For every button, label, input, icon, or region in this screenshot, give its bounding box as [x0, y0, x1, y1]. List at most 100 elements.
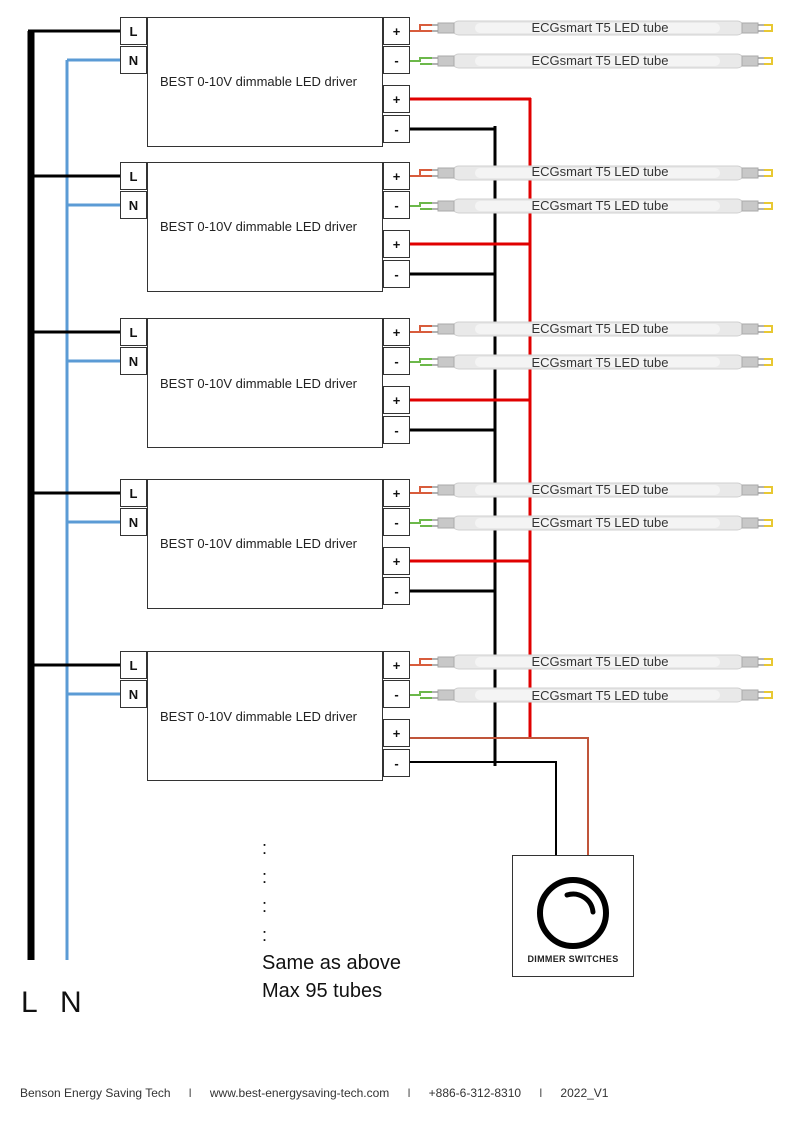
terminal-dim-negative: - — [383, 260, 410, 288]
tube-negative-wire — [410, 691, 432, 696]
tube-positive-wire — [410, 325, 432, 333]
terminal-l: L — [120, 17, 147, 45]
terminal-dim-positive: + — [383, 386, 410, 414]
tube-cap-left — [437, 689, 455, 701]
driver-box — [147, 17, 383, 147]
tube-cap-left — [437, 200, 455, 212]
terminal-n: N — [120, 680, 147, 708]
tube-cap-right — [741, 200, 759, 212]
tube-cap-left — [437, 22, 455, 34]
tube-label: ECGsmart T5 LED tube — [531, 53, 669, 68]
tube-highlight — [475, 485, 720, 495]
terminal-output-negative: - — [383, 191, 410, 219]
tube-highlight — [475, 518, 720, 528]
tube-cap-right — [741, 356, 759, 368]
tube-label: ECGsmart T5 LED tube — [531, 688, 669, 703]
tube-end-bridge — [764, 325, 773, 333]
tube-negative-wire — [410, 519, 432, 524]
driver-label: BEST 0-10V dimmable LED driver — [160, 536, 358, 551]
tube-cap-right — [741, 517, 759, 529]
terminal-dim-negative: - — [383, 749, 410, 777]
tube-highlight — [475, 657, 720, 667]
footer-version: 2022_V1 — [560, 1086, 609, 1100]
tube-cap-left — [437, 167, 455, 179]
terminal-n: N — [120, 46, 147, 74]
tube-end-bridge — [764, 57, 773, 65]
driver-box — [147, 318, 383, 448]
tube-end-bridge — [764, 658, 773, 666]
tube-cap-right — [741, 484, 759, 496]
tube-cap-right — [741, 323, 759, 335]
continuation-dot: : — [262, 896, 268, 916]
terminal-n: N — [120, 508, 147, 536]
terminal-dim-positive: + — [383, 719, 410, 747]
tube-label: ECGsmart T5 LED tube — [531, 198, 669, 213]
tube-cap-right — [741, 689, 759, 701]
tube-highlight — [475, 690, 720, 700]
terminal-output-negative: - — [383, 680, 410, 708]
dimmer-negative-wire — [410, 761, 557, 855]
tube-positive-wire — [410, 486, 432, 494]
terminal-l: L — [120, 162, 147, 190]
tube-cap-left — [437, 484, 455, 496]
driver-label: BEST 0-10V dimmable LED driver — [160, 219, 358, 234]
tube-label: ECGsmart T5 LED tube — [531, 164, 669, 179]
tube-end-bridge — [764, 519, 773, 527]
tube-positive-wire — [410, 658, 432, 666]
terminal-output-positive: + — [383, 162, 410, 190]
terminal-output-positive: + — [383, 651, 410, 679]
terminal-output-negative: - — [383, 347, 410, 375]
continuation-dot: : — [262, 925, 268, 945]
tube-cap-left — [437, 55, 455, 67]
terminal-dim-positive: + — [383, 547, 410, 575]
driver-label: BEST 0-10V dimmable LED driver — [160, 709, 358, 724]
tube-highlight — [475, 357, 720, 367]
tube-highlight — [475, 168, 720, 178]
tube-end-bridge — [764, 691, 773, 699]
tube-end-bridge — [764, 358, 773, 366]
continuation-dot: : — [262, 867, 268, 887]
tube-label: ECGsmart T5 LED tube — [531, 355, 669, 370]
dimmer-positive-wire — [410, 737, 589, 855]
terminal-output-negative: - — [383, 46, 410, 74]
mains-neutral-label: N — [60, 986, 82, 1019]
terminal-dim-negative: - — [383, 115, 410, 143]
tube-positive-wire — [410, 169, 432, 177]
tube-end-bridge — [764, 24, 773, 32]
tube-end-bridge — [764, 486, 773, 494]
tube-cap-right — [741, 55, 759, 67]
continuation-note: Same as above — [262, 952, 401, 974]
terminal-output-negative: - — [383, 508, 410, 536]
terminal-l: L — [120, 479, 147, 507]
dimmer-switch — [512, 855, 634, 977]
footer-company: Benson Energy Saving Tech — [20, 1086, 171, 1100]
terminal-l: L — [120, 318, 147, 346]
terminal-dim-negative: - — [383, 416, 410, 444]
driver-label: BEST 0-10V dimmable LED driver — [160, 74, 358, 89]
terminal-output-positive: + — [383, 17, 410, 45]
footer-phone: +886-6-312-8310 — [428, 1086, 522, 1100]
terminal-output-positive: + — [383, 318, 410, 346]
tube-negative-wire — [410, 57, 432, 62]
dimmer-knob-icon — [537, 877, 609, 949]
driver-box — [147, 651, 383, 781]
tube-label: ECGsmart T5 LED tube — [531, 482, 669, 497]
continuation-dot: : — [262, 838, 268, 858]
tube-end-bridge — [764, 202, 773, 210]
tube-label: ECGsmart T5 LED tube — [531, 20, 669, 35]
tube-highlight — [475, 324, 720, 334]
max-tubes-note: Max 95 tubes — [262, 980, 383, 1002]
dimmer-label: DIMMER SWITCHES — [527, 954, 619, 964]
tube-cap-right — [741, 167, 759, 179]
tube-negative-wire — [410, 202, 432, 207]
tube-label: ECGsmart T5 LED tube — [531, 515, 669, 530]
driver-box — [147, 479, 383, 609]
driver-label: BEST 0-10V dimmable LED driver — [160, 376, 358, 391]
tube-highlight — [475, 23, 720, 33]
tube-negative-wire — [410, 358, 432, 363]
tube-cap-left — [437, 356, 455, 368]
footer-website: www.best-energysaving-tech.com — [209, 1086, 390, 1100]
tube-cap-left — [437, 517, 455, 529]
tube-end-bridge — [764, 169, 773, 177]
